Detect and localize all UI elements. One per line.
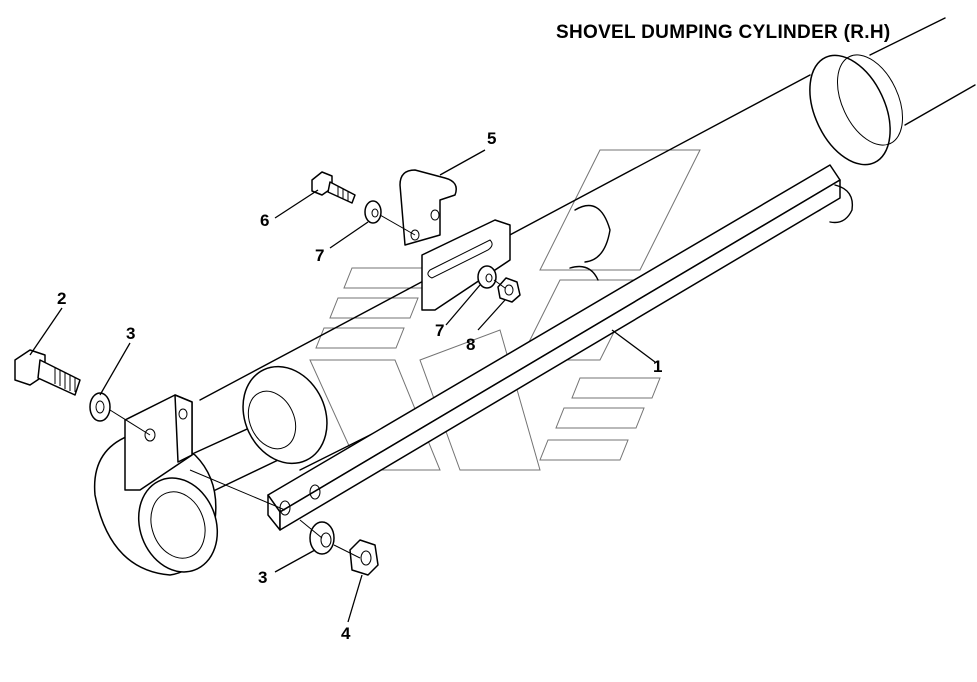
callout-7-upper: 7	[315, 246, 324, 265]
part-1-long-bar	[267, 164, 854, 531]
leader-lines	[29, 149, 656, 623]
callout-3-top: 3	[126, 324, 135, 343]
callout-2: 2	[57, 289, 66, 308]
part-2-bolt	[14, 349, 81, 396]
callout-labels: 1 2 3 3 4 5 6 7 7 8	[57, 129, 662, 643]
callout-5: 5	[487, 129, 496, 148]
part-6-small-bolt	[311, 171, 356, 204]
slotted-plate	[421, 219, 511, 311]
part-7-washer-lower	[477, 265, 497, 289]
callout-7-lower: 7	[435, 321, 444, 340]
callout-4: 4	[341, 624, 351, 643]
callout-8: 8	[466, 335, 475, 354]
diagram-title: SHOVEL DUMPING CYLINDER (R.H)	[556, 22, 891, 43]
assembly-lines	[109, 214, 506, 559]
callout-6: 6	[260, 211, 269, 230]
part-7-washer-upper	[364, 200, 382, 224]
part-3-washer-top	[89, 392, 111, 422]
rod-eye-bracket	[124, 394, 193, 491]
part-8-small-nut	[497, 277, 521, 303]
part-4-nut	[349, 539, 379, 576]
callout-3-bottom: 3	[258, 568, 267, 587]
callout-1: 1	[653, 357, 662, 376]
part-5-clip	[399, 169, 457, 246]
